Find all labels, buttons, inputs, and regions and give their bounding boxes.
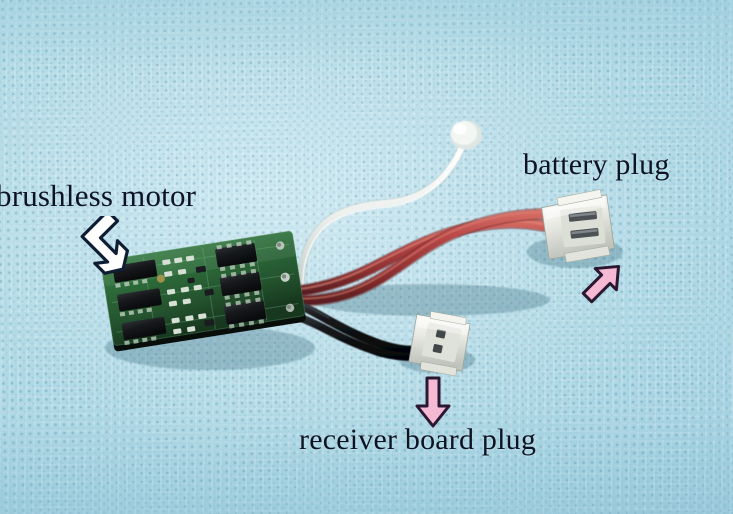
arrow-brushless-motor-icon (76, 209, 142, 282)
arrow-receiver-plug-icon (408, 374, 458, 430)
antenna-tip-bead (450, 120, 482, 150)
smd-black-components (187, 265, 215, 327)
ic-row (215, 240, 267, 329)
arrow-battery-plug-icon (578, 256, 628, 308)
label-receiver-board-plug: receiver board plug (299, 423, 537, 456)
label-brushless-motor: brushless motor (0, 178, 197, 213)
esc-circuit-board (100, 230, 306, 352)
label-battery-plug: battery plug (523, 148, 670, 181)
battery-connector (541, 189, 615, 263)
white-antenna-wire (296, 142, 466, 294)
smd-components (162, 255, 207, 335)
wire-solder-pads (276, 241, 295, 313)
red-power-wires (279, 208, 552, 307)
mosfet-row (112, 259, 167, 346)
receiver-connector (408, 310, 471, 377)
